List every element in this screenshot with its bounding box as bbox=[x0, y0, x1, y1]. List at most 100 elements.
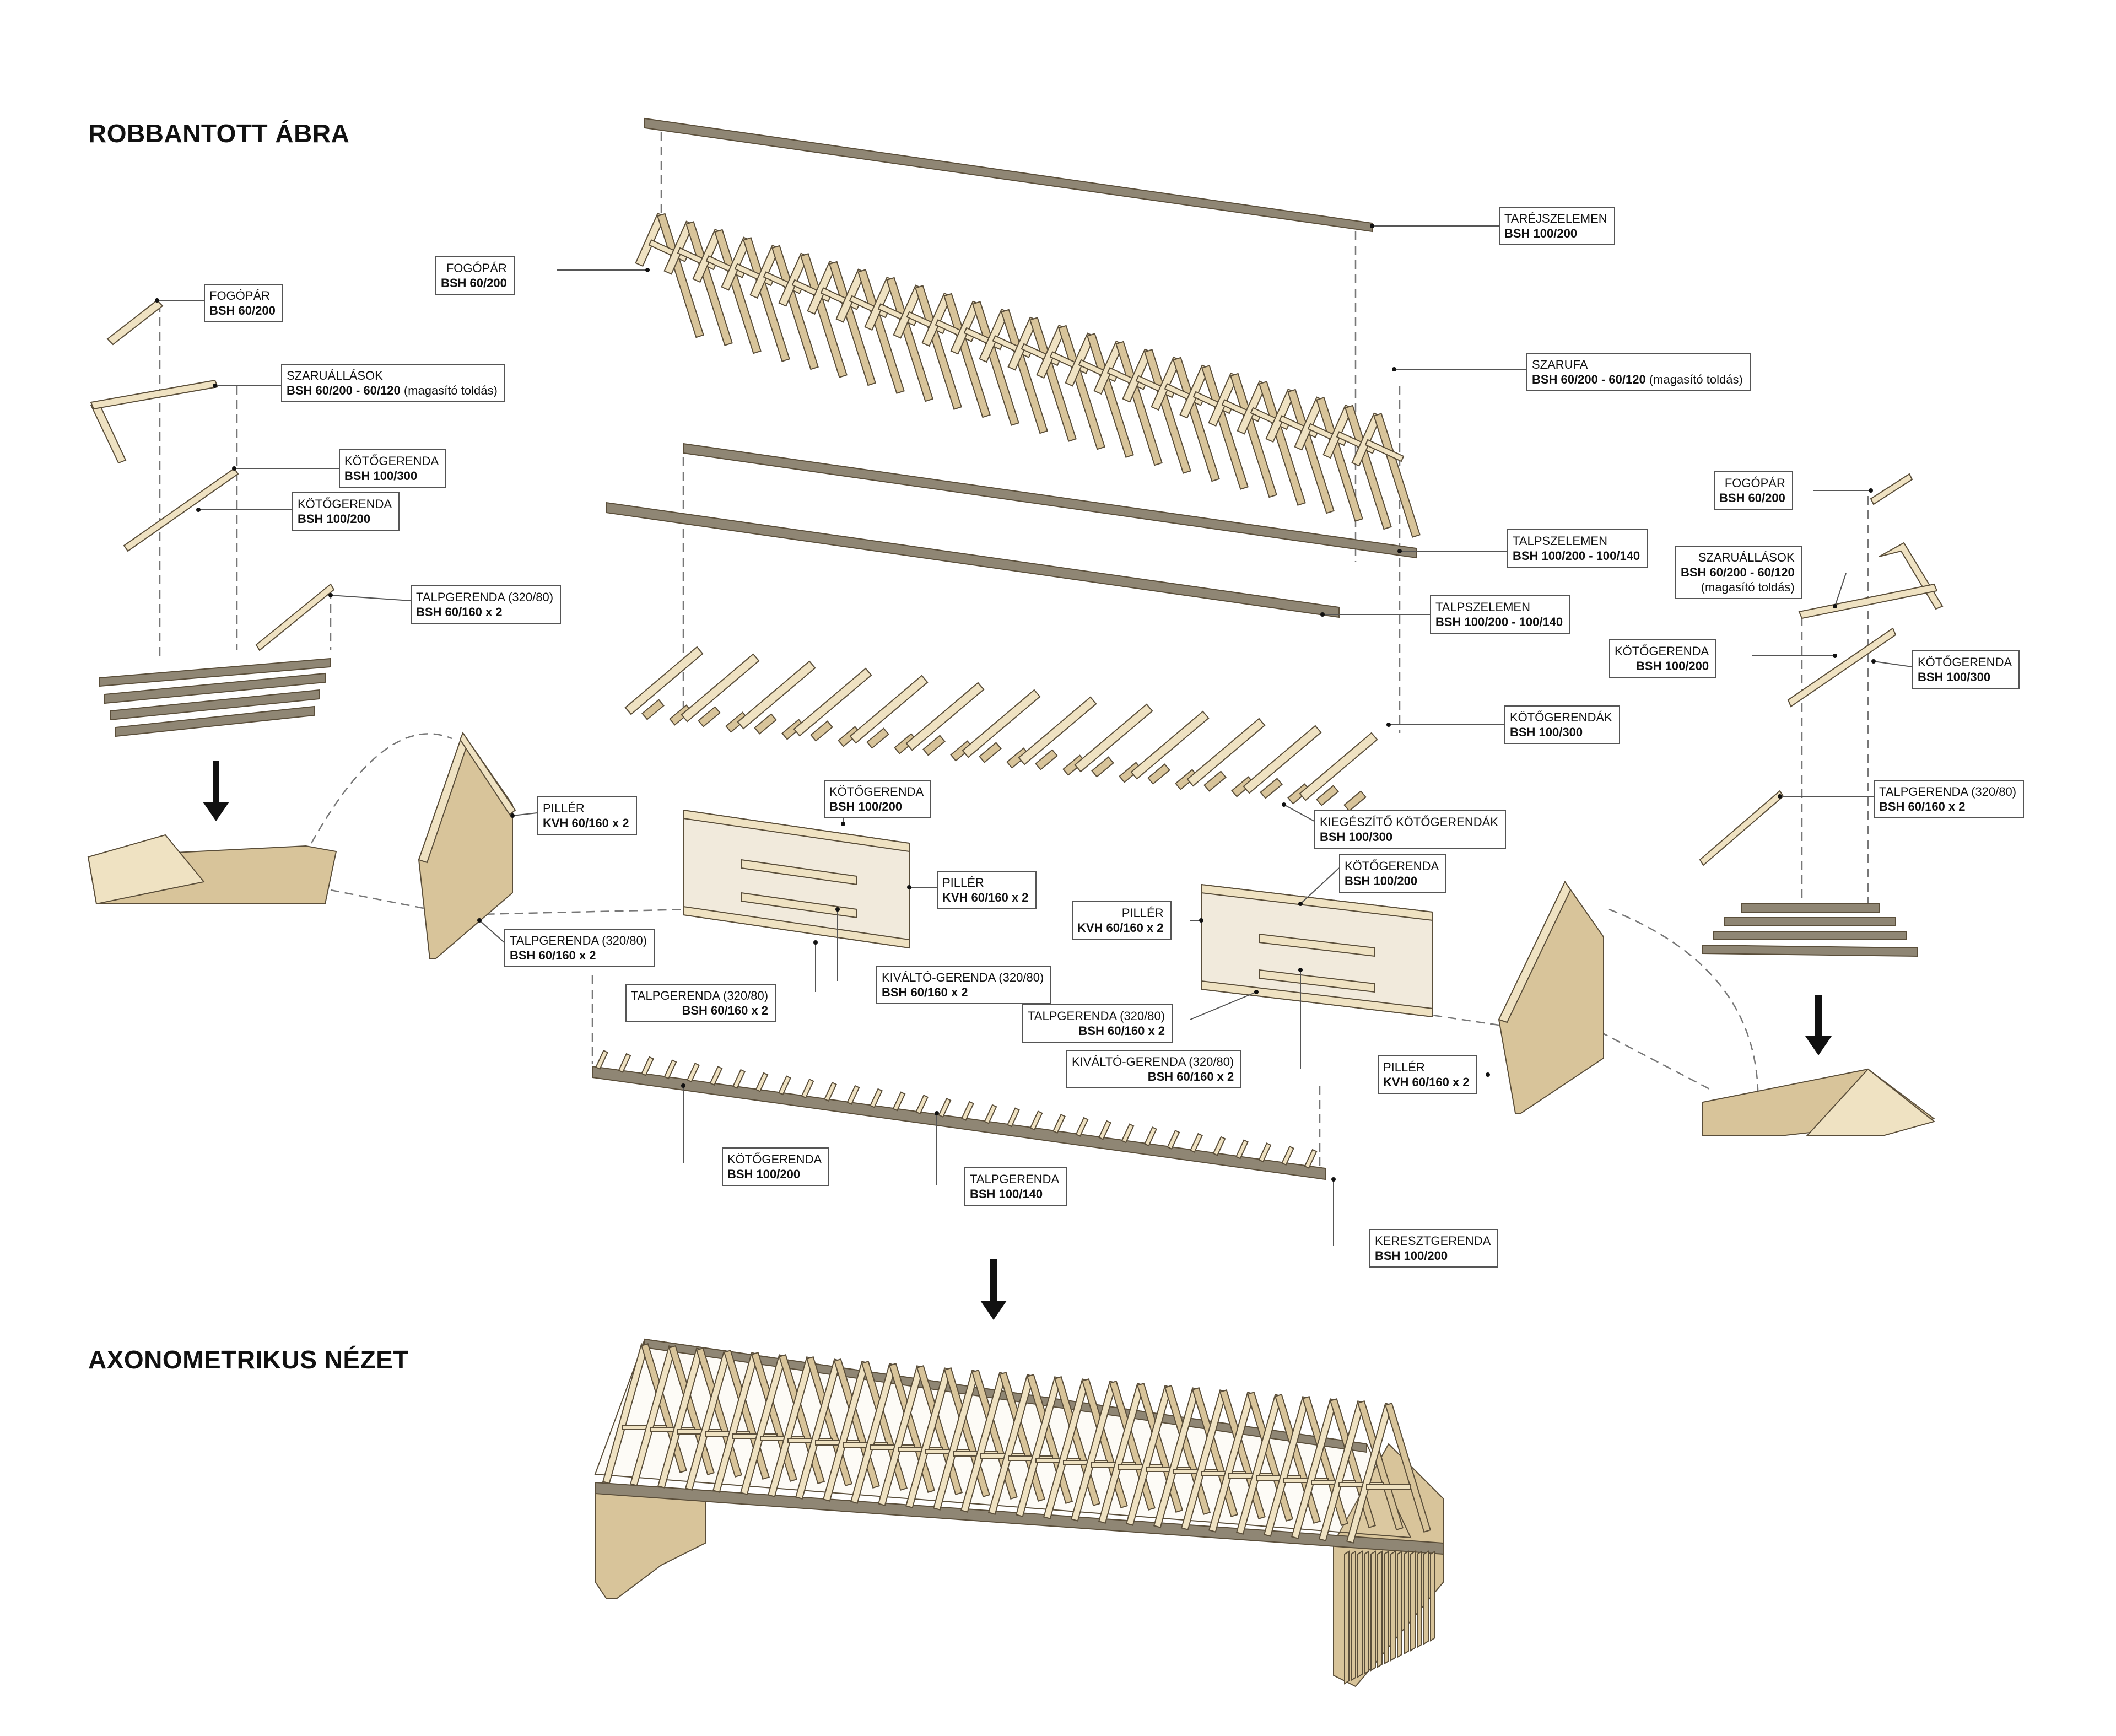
axo-rafter bbox=[960, 1372, 1007, 1513]
leader-dot bbox=[510, 813, 515, 818]
axo-gable-post bbox=[1410, 1550, 1416, 1652]
leader-dot bbox=[232, 466, 236, 471]
sill-post bbox=[1281, 1145, 1294, 1166]
tie-beam-short bbox=[754, 713, 777, 735]
label-talpgerenda-gable-left: TALPGERENDA (320/80) BSH 60/160 x 2 bbox=[504, 929, 655, 967]
tie-beam bbox=[1243, 725, 1322, 794]
axo-rafter bbox=[602, 1343, 649, 1484]
axo-gable-post bbox=[1357, 1550, 1363, 1678]
leader-dot bbox=[1298, 968, 1303, 972]
wall-plate-beams bbox=[606, 443, 1417, 618]
rafter-left bbox=[1065, 332, 1095, 387]
rafter-right bbox=[1373, 413, 1421, 538]
label-piller-wall2: PILLÉR KVH 60/160 x 2 bbox=[1072, 901, 1172, 940]
rafter-left bbox=[1265, 388, 1296, 443]
leader-lines bbox=[155, 224, 1913, 1246]
rafter-left bbox=[864, 276, 895, 331]
label-piller-gable-right: PILLÉR KVH 60/160 x 2 bbox=[1378, 1055, 1477, 1094]
axo-gable-post bbox=[1351, 1550, 1356, 1681]
leader-dot bbox=[1833, 654, 1837, 658]
leader-dot bbox=[835, 907, 840, 912]
label-kotogerenda-right-300: KÖTŐGERENDA BSH 100/300 bbox=[1912, 650, 2020, 689]
sill-post bbox=[732, 1069, 746, 1089]
rafter-left bbox=[979, 308, 1010, 363]
label-szaruallasok-left: SZARUÁLLÁSOK BSH 60/200 - 60/120 (magasí… bbox=[281, 364, 505, 402]
axo-gable-post bbox=[1364, 1550, 1369, 1675]
tie-beam-row bbox=[624, 646, 1378, 812]
rafter-right bbox=[1201, 365, 1249, 490]
label-kotogerenda-floor: KÖTŐGERENDA BSH 100/200 bbox=[722, 1147, 830, 1186]
axo-rafter bbox=[1318, 1400, 1365, 1541]
label-szaruallasok-right: SZARUÁLLÁSOK BSH 60/200 - 60/120 (magasí… bbox=[1675, 546, 1802, 599]
rafter-right bbox=[857, 269, 905, 394]
rafter-right bbox=[1087, 333, 1134, 458]
sill-post bbox=[1190, 1133, 1203, 1153]
sill-post bbox=[1052, 1113, 1066, 1134]
rafter-right bbox=[1259, 381, 1306, 506]
leader-dot bbox=[1254, 990, 1259, 994]
axo-gable-post bbox=[1430, 1550, 1435, 1642]
title-axonometric: AXONOMETRIKUS NÉZET bbox=[88, 1345, 409, 1374]
rafter-left bbox=[1093, 340, 1124, 395]
rafter-left bbox=[1151, 356, 1181, 411]
sill-post bbox=[938, 1097, 952, 1118]
label-talpgerenda-right: TALPGERENDA (320/80) BSH 60/160 x 2 bbox=[1874, 780, 2025, 818]
axo-gable-post bbox=[1344, 1550, 1350, 1685]
rafter-right bbox=[1001, 309, 1048, 434]
rafter-right bbox=[771, 245, 819, 370]
collar-tie bbox=[1364, 439, 1405, 462]
axo-collar bbox=[1366, 1484, 1411, 1490]
axo-gable-post bbox=[1404, 1550, 1409, 1655]
wall-frame-1 bbox=[683, 809, 910, 949]
sill-post bbox=[1235, 1139, 1249, 1160]
axo-rafter-back bbox=[1385, 1403, 1431, 1533]
tie-beam-short bbox=[1343, 790, 1367, 812]
left-gable-wall bbox=[418, 731, 516, 959]
rafter-left bbox=[1294, 396, 1325, 451]
axo-gable-post bbox=[1423, 1550, 1429, 1645]
axonometric-view bbox=[594, 1338, 1444, 1688]
rafter-right bbox=[943, 293, 991, 418]
sill-post bbox=[801, 1079, 814, 1099]
rafter-right bbox=[1115, 341, 1163, 466]
left-assembled-floor bbox=[87, 834, 337, 905]
label-kotogerenda-wall2: KÖTŐGERENDA BSH 100/200 bbox=[1339, 854, 1447, 893]
label-talpgerenda-floor: TALPGERENDA BSH 100/140 bbox=[964, 1167, 1067, 1206]
label-fogopar-left: FOGÓPÁR BSH 60/200 bbox=[204, 284, 283, 322]
rafter-right bbox=[714, 229, 762, 354]
axo-rafter bbox=[657, 1347, 704, 1489]
label-talpgerenda-wall2: TALPGERENDA (320/80) BSH 60/160 x 2 bbox=[1022, 1004, 1173, 1043]
axo-rafter bbox=[1235, 1394, 1283, 1535]
rafter-left bbox=[950, 300, 981, 355]
sill-post bbox=[595, 1049, 608, 1070]
label-keresztgerenda: KERESZTGERENDA BSH 100/200 bbox=[1369, 1229, 1499, 1268]
label-kiegeszito: KIEGÉSZÍTŐ KÖTŐGERENDÁK BSH 100/300 bbox=[1314, 810, 1506, 849]
label-szarufa: SZARUFA BSH 60/200 - 60/120 (magasító to… bbox=[1526, 353, 1751, 391]
arrow-right bbox=[1805, 995, 1832, 1055]
rafter-left bbox=[1122, 348, 1153, 403]
arrow-left bbox=[203, 761, 229, 821]
leader-line bbox=[479, 920, 505, 943]
sill-post bbox=[663, 1059, 677, 1080]
down-arrows bbox=[203, 761, 1832, 1320]
rafter-left bbox=[749, 244, 780, 299]
tie-beam-short bbox=[1035, 749, 1058, 770]
rafter-left bbox=[635, 212, 666, 267]
sill-post bbox=[1167, 1129, 1180, 1150]
axo-rafter bbox=[905, 1367, 952, 1508]
rafter-left bbox=[1036, 324, 1067, 379]
rafter-left bbox=[835, 268, 866, 323]
axo-rafter bbox=[987, 1374, 1035, 1515]
axo-rafter bbox=[822, 1361, 870, 1502]
leader-dot bbox=[907, 885, 911, 889]
sill-post bbox=[1098, 1120, 1111, 1140]
leader-dot bbox=[841, 822, 845, 826]
leader-dot bbox=[1778, 794, 1782, 799]
sill-post bbox=[1144, 1126, 1157, 1147]
leader-dot bbox=[1298, 902, 1303, 906]
sill-post bbox=[870, 1088, 883, 1108]
sill-post bbox=[915, 1095, 929, 1115]
rafter-left bbox=[893, 284, 924, 339]
leader-dot bbox=[213, 384, 217, 388]
